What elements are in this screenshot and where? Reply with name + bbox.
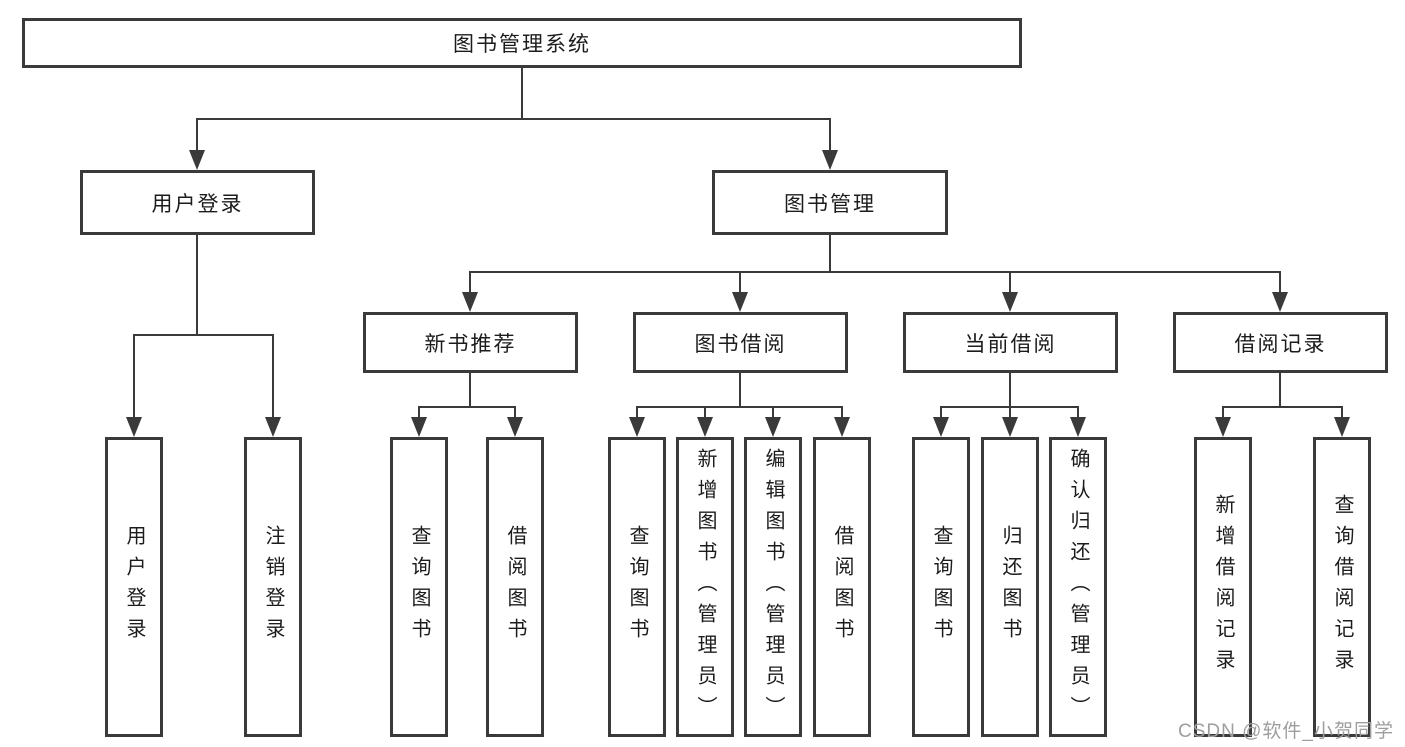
node-leaf-borrow-books-recommend: 借阅图书 bbox=[486, 437, 544, 737]
arrow-down-icon bbox=[1002, 417, 1018, 437]
connector-line bbox=[841, 406, 843, 420]
connector-line bbox=[196, 118, 198, 154]
leaf-label: 新增借阅记录 bbox=[1212, 494, 1234, 680]
connector-line bbox=[1279, 373, 1281, 407]
connector-line bbox=[196, 118, 831, 120]
leaf-label: 确认归还（管理员） bbox=[1067, 447, 1089, 727]
leaf-label: 注销登录 bbox=[262, 525, 284, 649]
connector-line bbox=[133, 334, 273, 336]
leaf-label: 借阅图书 bbox=[831, 525, 853, 649]
node-leaf-borrow-books-2: 借阅图书 bbox=[813, 437, 871, 737]
connector-line bbox=[1222, 406, 1343, 408]
node-leaf-add-book-admin: 新增图书（管理员） bbox=[676, 437, 734, 737]
node-book-borrowing: 图书借阅 bbox=[633, 312, 848, 373]
leaf-label: 查询借阅记录 bbox=[1331, 494, 1353, 680]
arrow-down-icon bbox=[1334, 417, 1350, 437]
node-leaf-add-borrow-record: 新增借阅记录 bbox=[1194, 437, 1252, 737]
node-book-management: 图书管理 bbox=[712, 170, 948, 235]
connector-line bbox=[1222, 406, 1224, 420]
connector-line bbox=[704, 406, 706, 420]
node-leaf-query-books-borrow: 查询图书 bbox=[608, 437, 666, 737]
arrow-down-icon bbox=[1002, 292, 1018, 312]
connector-line bbox=[469, 271, 1281, 273]
arrow-down-icon bbox=[189, 150, 205, 170]
arrow-down-icon bbox=[126, 417, 142, 437]
watermark-text: CSDN @软件_小贺同学 bbox=[1178, 721, 1394, 742]
connector-line bbox=[772, 406, 774, 420]
node-new-book-recommendation: 新书推荐 bbox=[363, 312, 578, 373]
connector-line bbox=[514, 406, 516, 420]
leaf-label: 新增图书（管理员） bbox=[694, 447, 716, 727]
connector-line bbox=[196, 235, 198, 336]
connector-line bbox=[940, 406, 942, 420]
connector-line bbox=[1279, 271, 1281, 294]
leaf-label: 用户登录 bbox=[123, 525, 145, 649]
connector-line bbox=[1009, 373, 1011, 407]
arrow-down-icon bbox=[765, 417, 781, 437]
connector-line bbox=[1341, 406, 1343, 420]
leaf-label: 编辑图书（管理员） bbox=[762, 447, 784, 727]
connector-line bbox=[418, 406, 420, 420]
connector-line bbox=[469, 271, 471, 294]
arrow-down-icon bbox=[629, 417, 645, 437]
arrow-down-icon bbox=[1272, 292, 1288, 312]
arrow-down-icon bbox=[697, 417, 713, 437]
node-current-borrowing: 当前借阅 bbox=[903, 312, 1118, 373]
arrow-down-icon bbox=[834, 417, 850, 437]
leaf-label: 查询图书 bbox=[408, 525, 430, 649]
arrow-down-icon bbox=[462, 292, 478, 312]
arrow-down-icon bbox=[411, 417, 427, 437]
arrow-down-icon bbox=[1215, 417, 1231, 437]
node-leaf-query-books-current: 查询图书 bbox=[912, 437, 970, 737]
connector-line bbox=[1009, 271, 1011, 294]
node-leaf-edit-book-admin: 编辑图书（管理员） bbox=[744, 437, 802, 737]
connector-line bbox=[636, 406, 638, 420]
connector-line bbox=[829, 235, 831, 273]
arrow-down-icon bbox=[933, 417, 949, 437]
leaf-label: 借阅图书 bbox=[504, 525, 526, 649]
connector-line bbox=[1009, 406, 1011, 420]
node-leaf-query-borrow-record: 查询借阅记录 bbox=[1313, 437, 1371, 737]
node-leaf-query-books-recommend: 查询图书 bbox=[390, 437, 448, 737]
connector-line bbox=[739, 373, 741, 407]
leaf-label: 归还图书 bbox=[999, 525, 1021, 649]
node-leaf-return-book: 归还图书 bbox=[981, 437, 1039, 737]
arrow-down-icon bbox=[507, 417, 523, 437]
node-leaf-user-login: 用户登录 bbox=[105, 437, 163, 737]
connector-line bbox=[829, 118, 831, 154]
arrow-down-icon bbox=[265, 417, 281, 437]
leaf-label: 查询图书 bbox=[626, 525, 648, 649]
connector-line bbox=[739, 271, 741, 294]
node-user-login: 用户登录 bbox=[80, 170, 315, 235]
leaf-label: 查询图书 bbox=[930, 525, 952, 649]
connector-line bbox=[418, 406, 516, 408]
connector-line bbox=[272, 334, 274, 420]
arrow-down-icon bbox=[822, 150, 838, 170]
connector-line bbox=[469, 373, 471, 407]
node-library-management-system: 图书管理系统 bbox=[22, 18, 1022, 68]
node-leaf-logout: 注销登录 bbox=[244, 437, 302, 737]
node-borrowing-records: 借阅记录 bbox=[1173, 312, 1388, 373]
arrow-down-icon bbox=[732, 292, 748, 312]
connector-line bbox=[521, 68, 523, 120]
arrow-down-icon bbox=[1070, 417, 1086, 437]
node-leaf-confirm-return-admin: 确认归还（管理员） bbox=[1049, 437, 1107, 737]
connector-line bbox=[636, 406, 843, 408]
connector-line bbox=[133, 334, 135, 420]
connector-line bbox=[1077, 406, 1079, 420]
